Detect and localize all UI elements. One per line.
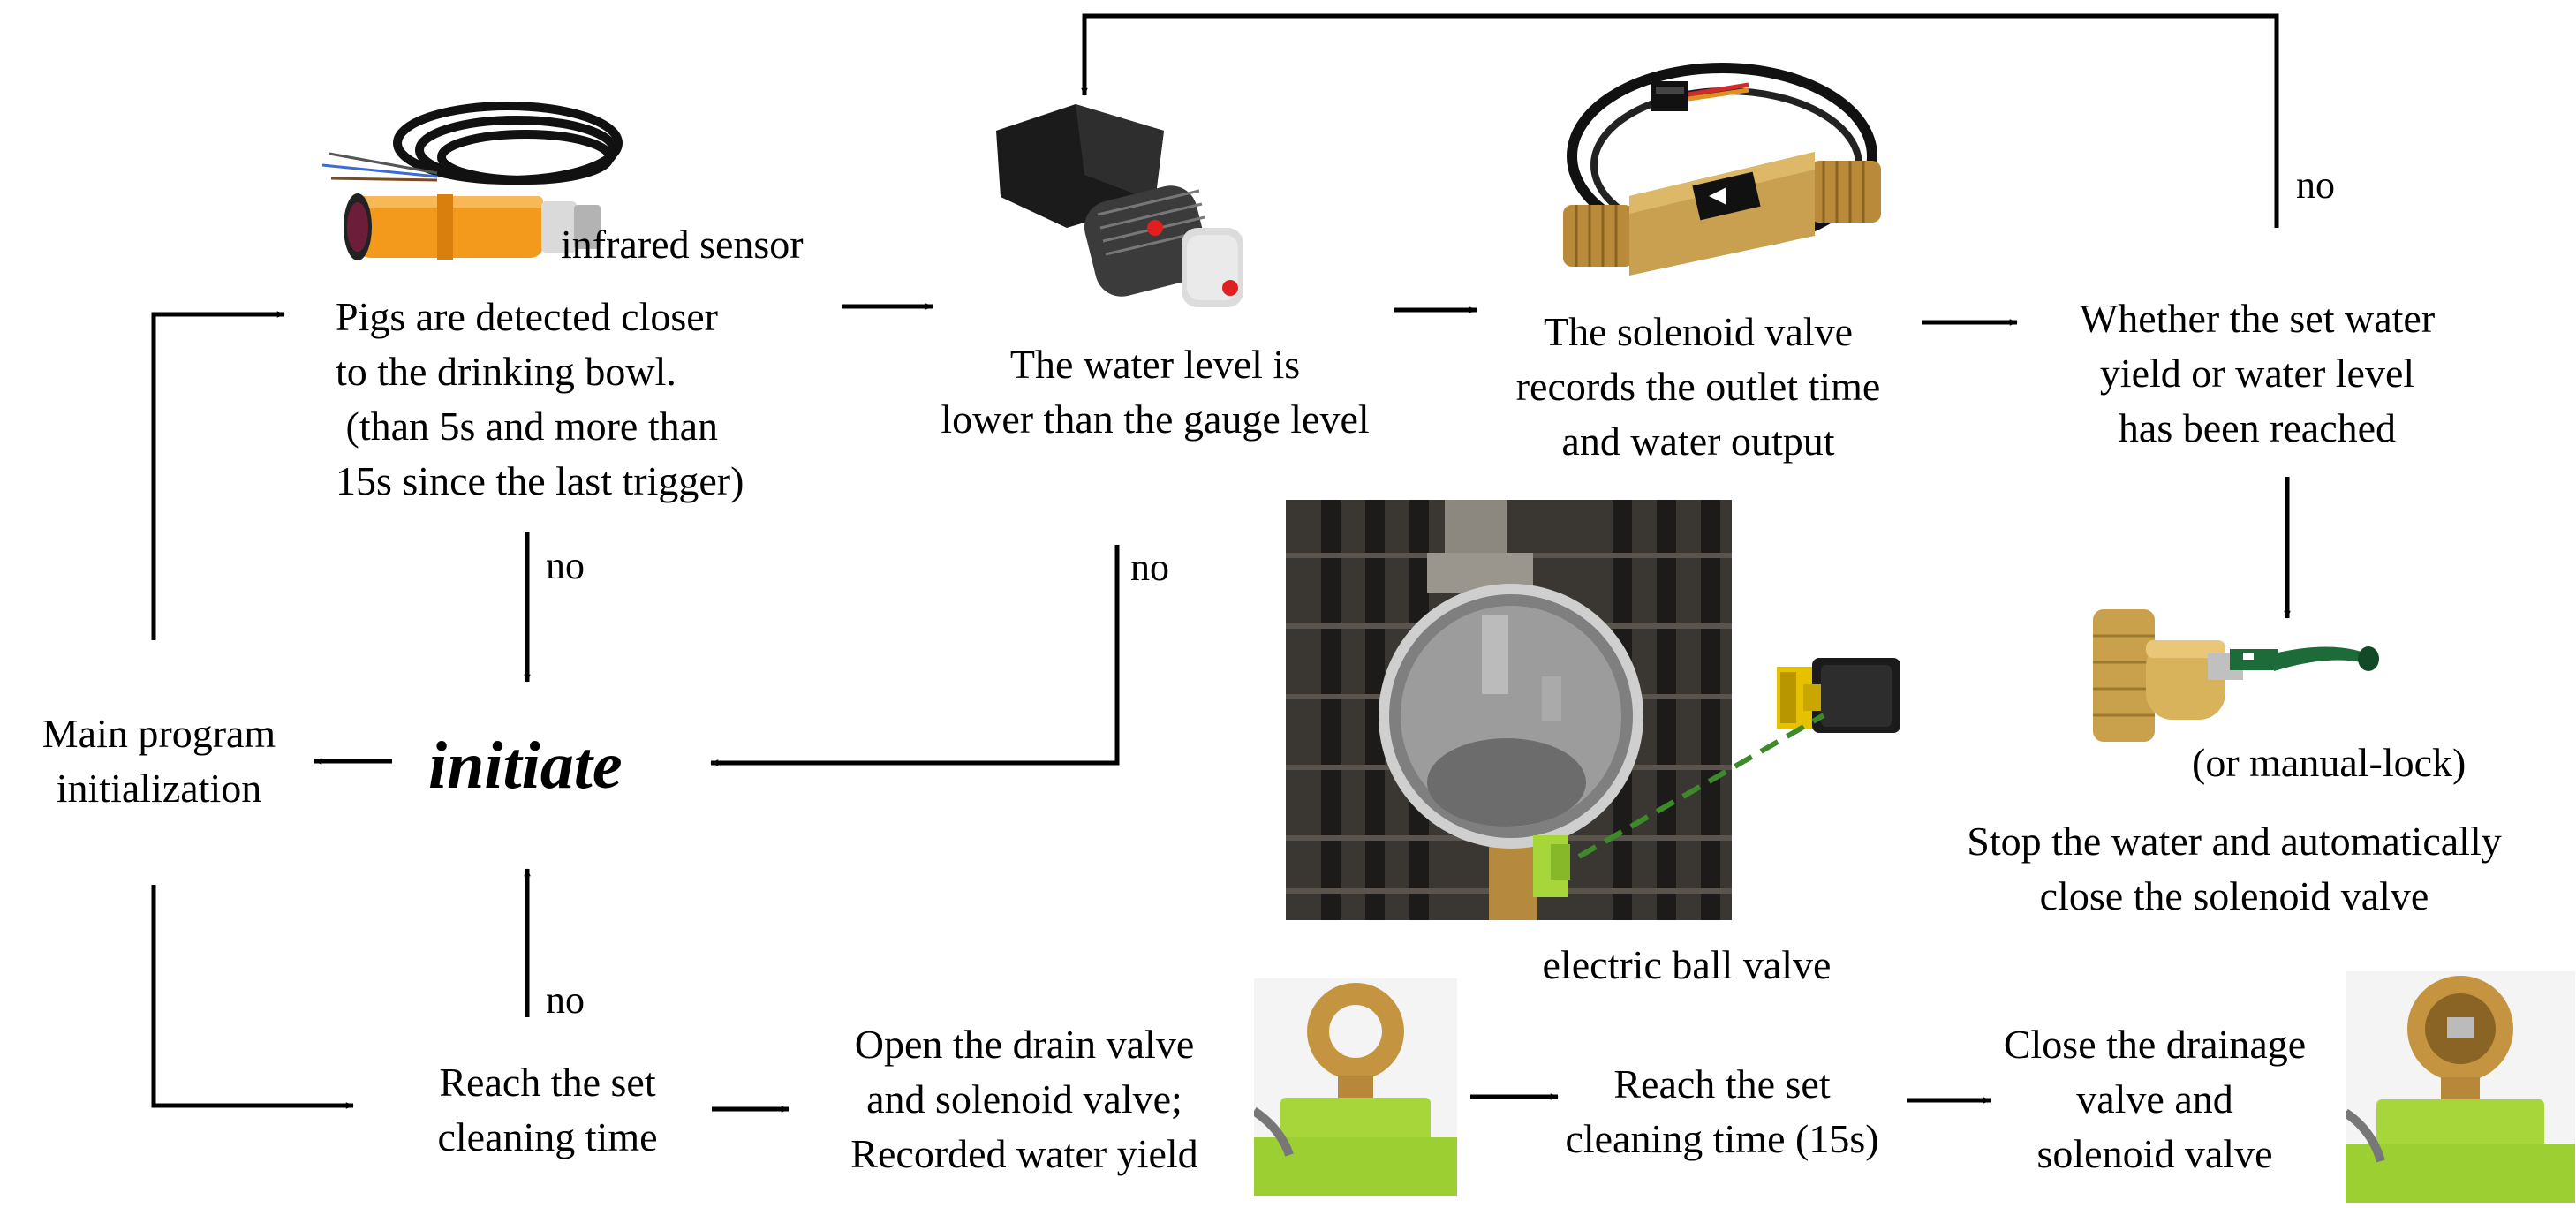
electric-ball-valve-label: electric ball valve — [1542, 942, 1832, 987]
arrow-water-level-no-to-initiate — [710, 545, 1120, 766]
arrow-main-to-cleaning — [151, 885, 354, 1109]
manual-lock-label: (or manual-lock) — [2192, 740, 2466, 785]
solenoid-records-node: The solenoid valve records the outlet ti… — [1515, 309, 1881, 464]
infrared-sensor-image — [321, 102, 623, 260]
reach-cleaning-node: Reach the set cleaning time — [437, 1060, 658, 1159]
arrow-init-to-detect — [151, 311, 285, 640]
open-drain-node: Open the drain valve and solenoid valve;… — [850, 1022, 1198, 1176]
arrow-loop-back-to-water-level — [1081, 13, 2279, 228]
drain-valve-open-image — [1254, 978, 1457, 1196]
close-drainage-node: Close the drainage valve and solenoid va… — [2003, 1022, 2307, 1176]
no-label-water-level: no — [1130, 546, 1169, 589]
electric-ball-valve-actuator-image — [1777, 658, 1900, 733]
stop-water-node: Stop the water and automatically close t… — [1967, 819, 2502, 918]
initiate-node: initiate — [428, 729, 623, 803]
no-label-detect: no — [546, 544, 585, 587]
check-reached-node: Whether the set water yield or water lev… — [2079, 296, 2436, 450]
dashed-link-line — [1577, 713, 1825, 859]
no-label-cleaning: no — [546, 978, 585, 1022]
water-level-gauge-image — [996, 104, 1243, 307]
infrared-sensor-label: infrared sensor — [561, 222, 804, 267]
manual-ball-valve-image — [2093, 609, 2379, 742]
drinking-bowl-photo — [1286, 500, 1732, 920]
reach-15s-node: Reach the set cleaning time (15s) — [1565, 1061, 1879, 1161]
flow-sensor-image — [1563, 63, 1881, 276]
pigs-detected-node: Pigs are detected closer to the drinking… — [336, 294, 744, 503]
water-level-node: The water level is lower than the gauge … — [941, 342, 1370, 442]
main-init-node: Main program initialization — [42, 711, 276, 811]
no-label-top-loop: no — [2296, 163, 2335, 207]
drain-valve-closed-image — [2346, 971, 2575, 1203]
